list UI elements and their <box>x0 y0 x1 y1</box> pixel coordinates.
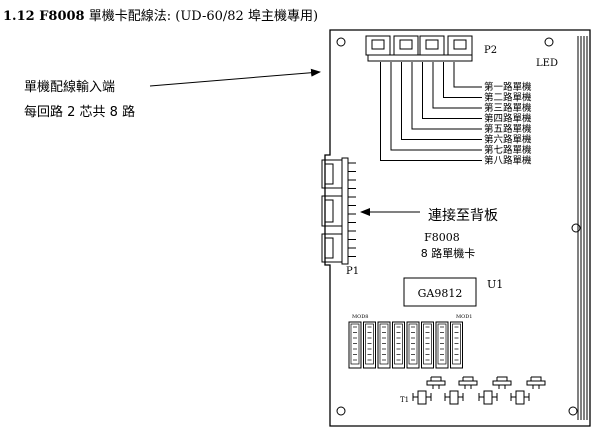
u1-label: U1 <box>487 278 503 291</box>
p2-label: P2 <box>484 45 497 56</box>
p1-pins <box>348 162 356 257</box>
channel-label-4: 第四路單機 <box>484 113 532 125</box>
channel-lead-2 <box>443 62 482 98</box>
t1-component-1 <box>412 390 432 405</box>
top-components <box>426 376 546 389</box>
channel-label-3: 第三路單機 <box>484 102 532 114</box>
mod-module-8 <box>348 321 362 369</box>
channel-leads <box>380 62 482 161</box>
mount-hole-top-right <box>544 37 554 47</box>
t1-components <box>412 390 530 405</box>
connect-backplane-note: 連接至背板 <box>428 208 498 224</box>
t1-label: T1 <box>400 396 409 404</box>
channel-label-7: 第七路單機 <box>484 144 532 156</box>
mount-hole-bottom-left <box>336 406 346 416</box>
top-component-1 <box>426 376 446 389</box>
page-title: 1.12 F8008 單機卡配線法: (UD-60/82 埠主機專用) <box>3 5 318 24</box>
mod-module-2 <box>435 321 449 369</box>
t1-component-2 <box>444 390 464 405</box>
channel-label-6: 第六路單機 <box>484 134 532 146</box>
channel-lead-7 <box>390 62 482 151</box>
channel-lead-8 <box>380 62 482 161</box>
top-component-2 <box>458 376 478 389</box>
channel-label-2: 第二路單機 <box>484 92 532 104</box>
mod-module-3 <box>421 321 434 369</box>
mount-hole-right <box>571 223 581 233</box>
mod-module-5 <box>392 321 405 369</box>
chip-label: GA9812 <box>418 287 463 300</box>
mod-module-4 <box>406 321 420 369</box>
channel-lead-1 <box>453 62 482 88</box>
circuit-board <box>324 29 591 427</box>
top-component-4 <box>526 376 546 389</box>
mod-module-6 <box>377 321 391 369</box>
mod-module-1 <box>450 321 463 369</box>
p1-connector <box>321 157 349 265</box>
mod8-label: MOD8 <box>352 314 368 320</box>
section-title-text: 單機卡配線法: (UD-60/82 埠主機專用) <box>88 9 319 24</box>
p1-label: P1 <box>346 266 359 277</box>
t1-component-4 <box>510 390 530 405</box>
channel-label-1: 第一路單機 <box>484 81 532 93</box>
input-terminal-note: 單機配線輸入端 <box>24 80 116 95</box>
mod1-label: MOD1 <box>456 314 472 320</box>
u1-chip <box>403 277 477 307</box>
channel-label-5: 第五路單機 <box>484 123 532 135</box>
section-number: 1.12 F8008 <box>3 9 85 24</box>
channel-lead-6 <box>401 62 482 140</box>
channel-lead-4 <box>422 62 482 119</box>
channel-lead-3 <box>432 62 482 109</box>
mount-hole-bottom-right <box>568 406 578 416</box>
mod-modules <box>348 321 463 369</box>
model-desc-label: 8 路單機卡 <box>421 246 476 260</box>
t1-component-3 <box>478 390 498 405</box>
top-component-3 <box>492 376 512 389</box>
mount-hole-top-left <box>336 37 346 47</box>
input-terminal-arrow <box>149 68 321 87</box>
mod-module-7 <box>363 321 376 369</box>
led-label: LED <box>536 58 558 69</box>
channel-lead-5 <box>411 62 482 130</box>
wiring-spec-note: 每回路 2 芯共 8 路 <box>24 105 136 120</box>
p2-connector <box>365 35 473 62</box>
model-label: F8008 <box>424 231 460 244</box>
channel-label-8: 第八路單機 <box>484 155 532 167</box>
